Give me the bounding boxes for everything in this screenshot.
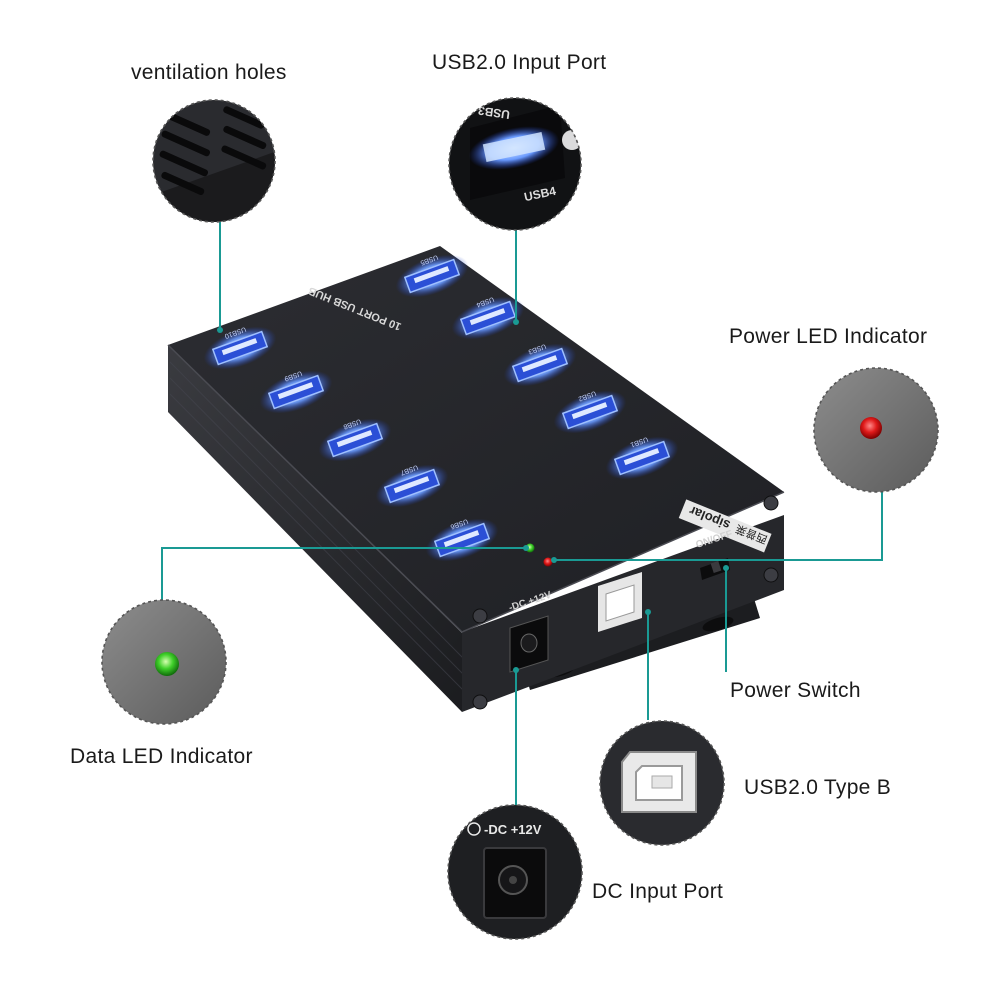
- zoom-power-led: [813, 367, 939, 493]
- callout-wires: [161, 222, 883, 805]
- zoom-dc-input: -DC +12V: [447, 804, 583, 940]
- label-power-switch: Power Switch: [730, 679, 861, 702]
- usb-port: USB4: [451, 295, 525, 340]
- zoom-port-label-top: USB3: [477, 103, 511, 121]
- label-usb-type-b: USB2.0 Type B: [744, 776, 892, 799]
- zoom-data-led: [101, 599, 227, 725]
- usb-port: USB7: [375, 463, 449, 508]
- usb-port: USB1: [605, 435, 679, 480]
- label-ventilation-holes: ventilation holes: [131, 61, 287, 84]
- usb-hub: USB1USB2USB3USB4USB5USB6USB7USB8USB9USB1…: [167, 246, 785, 712]
- zoom-usb-input-port: USB3 USB4: [448, 97, 582, 231]
- data-led-icon: [155, 652, 179, 676]
- usb-port: USB8: [318, 417, 392, 462]
- power-led-icon: [860, 417, 882, 439]
- hub-power-led: [543, 557, 553, 567]
- usb-type-b-port: [598, 572, 642, 632]
- zoom-dc-label: -DC +12V: [484, 822, 542, 837]
- usb-port: USB5: [395, 253, 469, 298]
- label-data-led: Data LED Indicator: [70, 745, 253, 768]
- hub-left-side: [168, 345, 464, 712]
- label-power-led: Power LED Indicator: [729, 325, 928, 348]
- usb-port: USB3: [503, 342, 577, 387]
- zoom-port-label-bottom: USB4: [523, 184, 558, 204]
- zoom-ventilation-holes: [152, 99, 276, 223]
- zoom-usb-type-b: [599, 720, 725, 846]
- usb-port: USB2: [553, 389, 627, 434]
- label-usb-input-port: USB2.0 Input Port: [432, 51, 607, 74]
- dc-jack: [509, 615, 549, 673]
- usb-port: USB9: [259, 369, 333, 414]
- label-dc-input: DC Input Port: [592, 880, 724, 903]
- vent-slots: [159, 106, 267, 196]
- hub-top-face: [168, 246, 784, 632]
